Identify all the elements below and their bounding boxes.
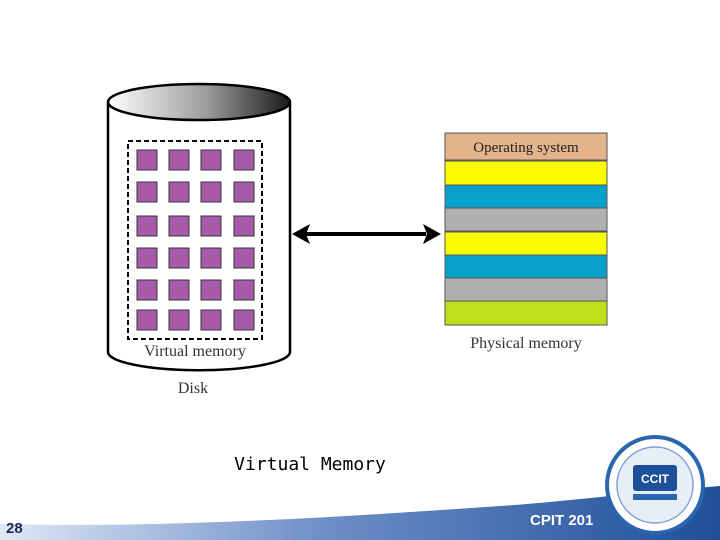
- memory-block: [444, 160, 608, 186]
- virtual-page: [233, 279, 255, 301]
- virtual-memory-label: Virtual memory: [144, 343, 246, 360]
- physical-memory-stack: Operating system: [444, 132, 608, 326]
- physical-memory-label: Physical memory: [470, 335, 582, 352]
- virtual-page: [200, 215, 222, 237]
- footer-wave: [0, 486, 720, 540]
- virtual-page: [233, 181, 255, 203]
- memory-block: [444, 300, 608, 326]
- virtual-page: [168, 247, 190, 269]
- virtual-page: [136, 247, 158, 269]
- virtual-page: [200, 181, 222, 203]
- disk-label: Disk: [178, 380, 208, 397]
- university-logo: CCIT: [605, 435, 705, 535]
- memory-block: [444, 277, 608, 302]
- virtual-page: [200, 279, 222, 301]
- virtual-page: [233, 149, 255, 171]
- memory-block: [444, 184, 608, 209]
- virtual-page: [136, 279, 158, 301]
- disk-top: [106, 82, 292, 122]
- virtual-page: [233, 309, 255, 331]
- page-number: 28: [6, 520, 23, 537]
- virtual-memory-box: [127, 140, 263, 340]
- transfer-arrow: [292, 224, 441, 244]
- virtual-page: [136, 149, 158, 171]
- course-code: CPIT 201: [530, 512, 594, 529]
- virtual-page: [168, 149, 190, 171]
- memory-block: [444, 207, 608, 232]
- memory-block: [444, 254, 608, 279]
- virtual-page: [168, 309, 190, 331]
- operating-system-block: [444, 132, 608, 161]
- memory-block: [444, 231, 608, 256]
- slide-caption: Virtual Memory: [234, 454, 386, 475]
- virtual-page: [168, 215, 190, 237]
- virtual-page: [168, 181, 190, 203]
- virtual-pages: [136, 149, 255, 331]
- virtual-page: [168, 279, 190, 301]
- virtual-page: [233, 215, 255, 237]
- virtual-page: [200, 309, 222, 331]
- virtual-page: [136, 215, 158, 237]
- disk-cylinder: [106, 82, 292, 372]
- virtual-page: [136, 309, 158, 331]
- operating-system-label: Operating system: [473, 140, 579, 156]
- logo-acronym: CCIT: [641, 472, 670, 486]
- virtual-page: [200, 149, 222, 171]
- virtual-page: [136, 181, 158, 203]
- virtual-page: [233, 247, 255, 269]
- virtual-page: [200, 247, 222, 269]
